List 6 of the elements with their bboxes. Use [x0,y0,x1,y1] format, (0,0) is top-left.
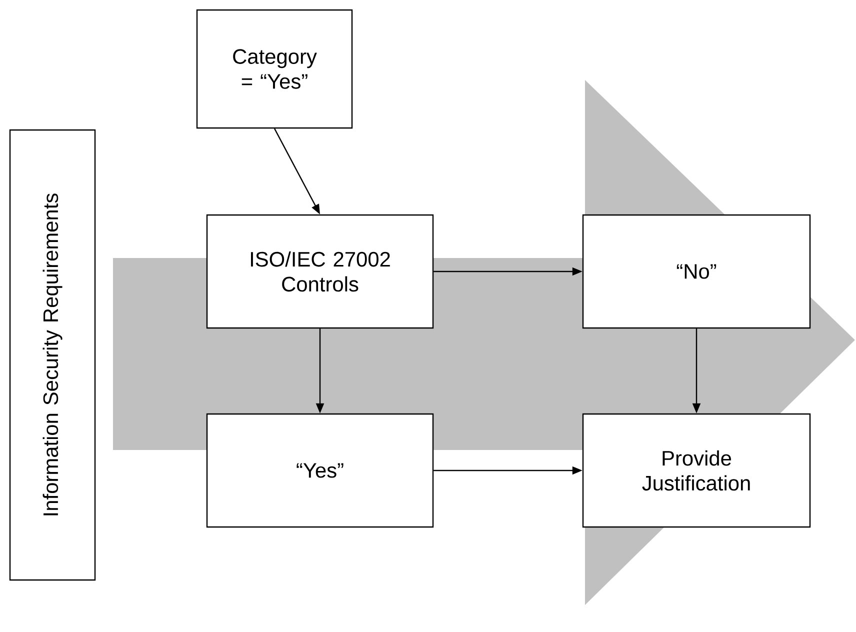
process-box: “Yes” [206,413,434,528]
process-box: Category = “Yes” [196,9,353,129]
process-box: ISO/IEC 27002 Controls [206,214,434,329]
requirements-box: Information Security Requirements [9,129,96,581]
process-box: “No” [582,214,811,329]
process-box: Provide Justification [582,413,811,528]
